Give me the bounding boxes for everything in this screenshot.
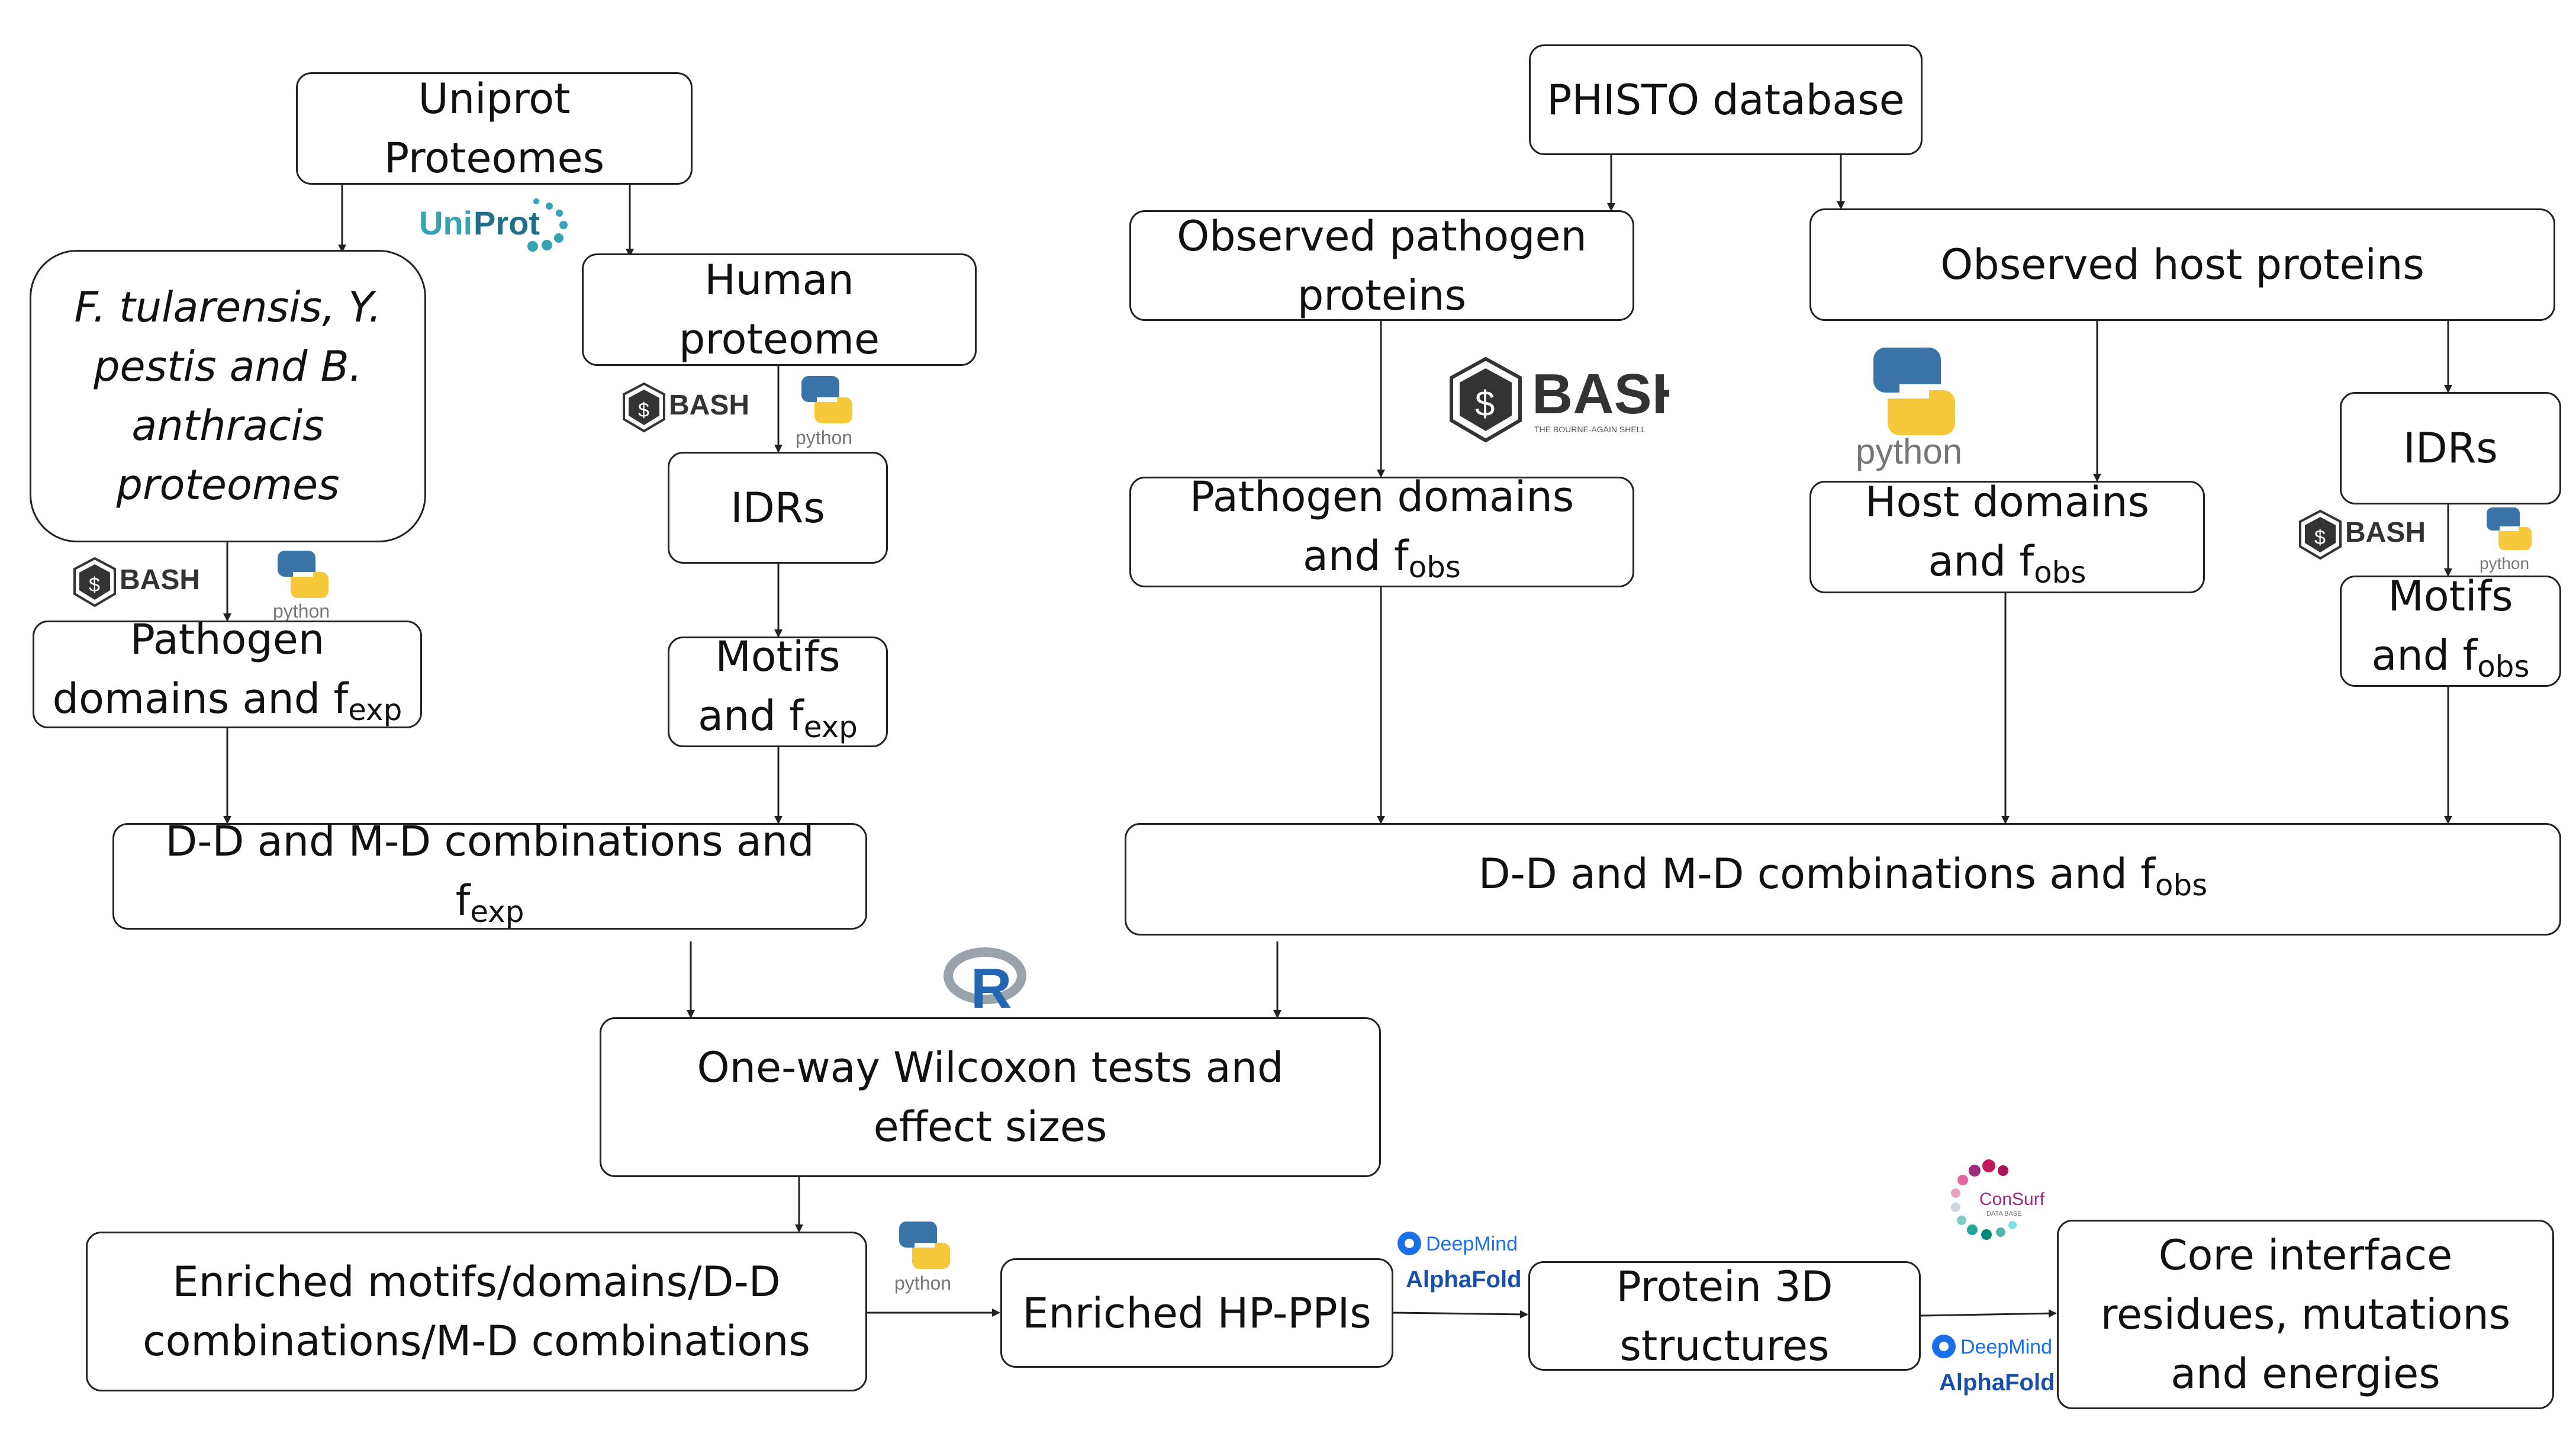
- alphafold-logo-1-text: AlphaFold: [1406, 1267, 1522, 1293]
- node-pathogen-domains-obs-sub: obs: [1408, 550, 1461, 584]
- node-hp-ppis: Enriched HP-PPIs: [1000, 1258, 1393, 1368]
- deepmind-logo-2-text: DeepMind: [1960, 1336, 2052, 1358]
- node-dd-md-exp-text: D-D and M-D combinations and f: [165, 817, 814, 925]
- alphafold-logo-2-text: AlphaFold: [1939, 1370, 2055, 1396]
- node-core-interface: Core interface residues, mutations and e…: [2057, 1220, 2554, 1409]
- svg-text:$: $: [89, 574, 100, 596]
- node-motifs-obs-label: Motifs and fobs: [2346, 567, 2555, 696]
- bash-logo-pathogen-text: BASH: [120, 564, 200, 596]
- node-human-proteome: Human proteome: [582, 253, 977, 366]
- node-pathogen-domains-obs-text: Pathogen domains and f: [1189, 472, 1574, 580]
- python-logo-right: python: [2480, 507, 2532, 573]
- node-pathogen-domains-obs: Pathogen domains and fobs: [1129, 472, 1634, 587]
- node-dd-md-exp-label: D-D and M-D combinations and fexp: [128, 812, 851, 941]
- node-dd-md-exp: D-D and M-D combinations and fexp: [112, 817, 867, 930]
- node-idrs-right: IDRs: [2340, 392, 2561, 504]
- python-logo-pathogen-text: python: [273, 600, 330, 622]
- deepmind-alphafold-logo-2: DeepMind AlphaFold: [1932, 1335, 2055, 1396]
- deepmind-logo-1-text: DeepMind: [1426, 1233, 1518, 1255]
- node-dd-md-exp-sub: exp: [470, 894, 524, 929]
- node-pathogen-proteomes-label: F. tularensis, Y. pestis and B. anthraci…: [74, 283, 382, 509]
- node-protein-3d: Protein 3D structures: [1528, 1261, 1921, 1371]
- bash-logo-right: $ BASH: [2299, 509, 2426, 560]
- node-motifs-exp-label: Motifs and fexp: [684, 627, 872, 757]
- consurf-logo-text: ConSurf: [1979, 1190, 2045, 1209]
- svg-text:$: $: [1475, 384, 1495, 423]
- node-human-proteome-label: Human proteome: [678, 256, 880, 364]
- python-logo-bottom: python: [894, 1222, 951, 1294]
- node-pathogen-domains-exp-sub: exp: [348, 692, 402, 727]
- svg-text:$: $: [2314, 526, 2326, 549]
- python-logo-bottom-text: python: [894, 1272, 951, 1294]
- uniprot-logo-prot: Prot: [474, 204, 540, 242]
- node-idrs-left: IDRs: [668, 452, 888, 564]
- arrow-hp-ppis-to-structures: [1393, 1310, 1528, 1319]
- node-obs-host-proteins: Observed host proteins: [1809, 208, 2555, 321]
- node-motifs-obs: Motifs and fobs: [2340, 572, 2561, 687]
- node-wilcoxon-label: One-way Wilcoxon tests and effect sizes: [697, 1043, 1284, 1151]
- r-logo-text: R: [971, 957, 1012, 1017]
- r-logo: R: [944, 947, 1026, 1017]
- node-host-domains-obs-sub: obs: [2034, 555, 2086, 590]
- bash-logo-large-tagline: THE BOURNE-AGAIN SHELL: [1534, 425, 1646, 434]
- node-obs-pathogen-proteins-label: Observed pathogen proteins: [1177, 211, 1587, 320]
- node-host-domains-obs: Host domains and fobs: [1809, 478, 2205, 593]
- node-motifs-exp: Motifs and fexp: [668, 632, 888, 747]
- svg-text:$: $: [638, 399, 649, 422]
- node-motifs-obs-text: Motifs and f: [2371, 571, 2513, 680]
- node-motifs-obs-sub: obs: [2477, 649, 2530, 684]
- bash-logo-large: $ BASH THE BOURNE-AGAIN SHELL: [1450, 356, 1669, 443]
- node-dd-md-obs-label: D-D and M-D combinations and fobs: [1479, 844, 2208, 915]
- consurf-logo: ConSurf DATA BASE: [1951, 1159, 2045, 1240]
- deepmind-alphafold-logo-1: DeepMind AlphaFold: [1398, 1232, 1522, 1293]
- node-enriched: Enriched motifs/domains/D-D combinations…: [86, 1232, 867, 1391]
- node-core-interface-label: Core interface residues, mutations and e…: [2100, 1231, 2511, 1398]
- node-dd-md-obs-sub: obs: [2155, 867, 2208, 902]
- node-wilcoxon: One-way Wilcoxon tests and effect sizes: [600, 1017, 1381, 1177]
- node-host-domains-obs-text: Host domains and f: [1865, 477, 2150, 586]
- node-dd-md-obs: D-D and M-D combinations and fobs: [1125, 823, 2561, 936]
- node-obs-pathogen-proteins: Observed pathogen proteins: [1129, 210, 1634, 321]
- node-uniprot-proteomes-label: Uniprot Proteomes: [384, 75, 605, 182]
- arrow-structures-to-core: [1920, 1309, 2057, 1318]
- node-pathogen-proteomes: F. tularensis, Y. pestis and B. anthraci…: [30, 250, 426, 542]
- python-logo-human: python: [796, 376, 852, 448]
- python-logo-large-text: python: [1856, 432, 1962, 471]
- node-phisto-label: PHISTO database: [1547, 75, 1905, 124]
- node-uniprot-proteomes: Uniprot Proteomes: [296, 72, 693, 185]
- node-host-domains-obs-label: Host domains and fobs: [1825, 472, 2189, 602]
- python-logo-right-text: python: [2480, 554, 2529, 573]
- python-logo-large: python: [1856, 348, 1962, 471]
- node-hp-ppis-label: Enriched HP-PPIs: [1022, 1288, 1371, 1338]
- node-pathogen-domains-obs-label: Pathogen domains and fobs: [1145, 467, 1618, 597]
- uniprot-logo-uni: Uni: [419, 204, 472, 242]
- node-idrs-left-label: IDRs: [730, 483, 825, 532]
- consurf-logo-sub: DATA BASE: [1986, 1210, 2022, 1217]
- uniprot-logo: Uni Prot: [419, 198, 568, 252]
- node-pathogen-domains-exp-label: Pathogen domains and fexp: [49, 610, 406, 740]
- python-logo-pathogen: python: [273, 551, 330, 622]
- bash-logo-right-text: BASH: [2345, 517, 2426, 548]
- node-phisto: PHISTO database: [1529, 44, 1923, 155]
- bash-logo-human: $ BASH: [623, 382, 749, 433]
- node-dd-md-obs-text: D-D and M-D combinations and f: [1478, 849, 2155, 898]
- node-motifs-exp-sub: exp: [803, 710, 858, 744]
- node-idrs-right-label: IDRs: [2403, 424, 2498, 472]
- node-obs-host-proteins-label: Observed host proteins: [1940, 240, 2424, 289]
- bash-logo-human-text: BASH: [669, 390, 749, 421]
- python-logo-human-text: python: [796, 427, 852, 448]
- node-enriched-label: Enriched motifs/domains/D-D combinations…: [143, 1258, 810, 1365]
- bash-logo-pathogen: $ BASH: [73, 557, 200, 608]
- bash-logo-large-text: BASH: [1532, 362, 1669, 426]
- node-pathogen-domains-exp-text: Pathogen domains and f: [52, 615, 349, 723]
- node-motifs-exp-text: Motifs and f: [698, 632, 841, 740]
- node-pathogen-domains-exp: Pathogen domains and fexp: [33, 615, 422, 728]
- node-protein-3d-label: Protein 3D structures: [1616, 1262, 1833, 1370]
